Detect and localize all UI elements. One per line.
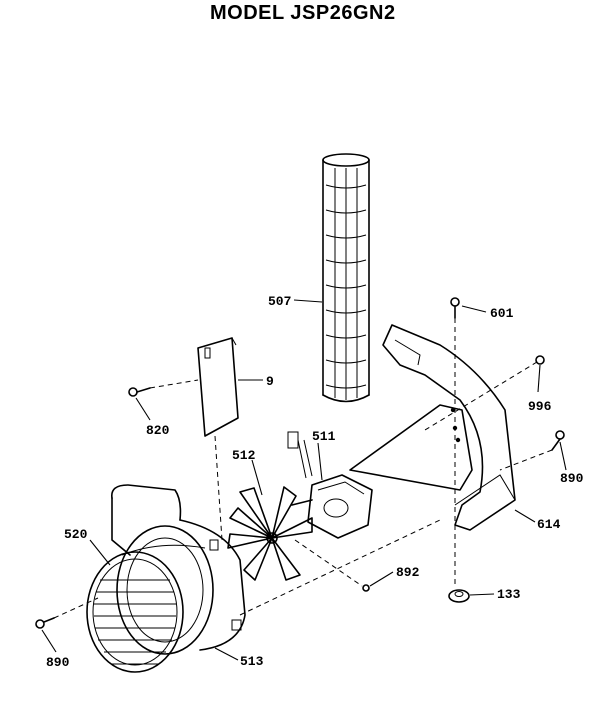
nut-892 — [362, 584, 370, 592]
label-520: 520 — [64, 527, 88, 542]
label-512: 512 — [232, 448, 256, 463]
blower-housing — [111, 484, 246, 655]
washer-996 — [535, 355, 545, 365]
label-133: 133 — [497, 587, 521, 602]
label-820: 820 — [146, 423, 170, 438]
label-511: 511 — [312, 429, 336, 444]
screw-890-upper — [551, 430, 565, 451]
label-996: 996 — [528, 399, 552, 414]
assembly-lines — [41, 299, 567, 661]
screw-890-lower — [35, 617, 55, 629]
screw-820 — [128, 387, 151, 397]
label-614: 614 — [537, 517, 561, 532]
label-513: 513 — [240, 654, 264, 669]
label-890-upper: 890 — [560, 471, 584, 486]
label-601: 601 — [490, 306, 514, 321]
housing-bracket — [349, 324, 516, 531]
model-title: MODEL JSP26GN2 — [210, 2, 396, 24]
label-892: 892 — [396, 565, 420, 580]
part-labels: 507 601 9 996 820 511 512 890 614 520 89… — [46, 294, 584, 670]
label-9: 9 — [266, 374, 274, 389]
fan-blade — [227, 486, 313, 581]
mounting-plate — [197, 337, 239, 437]
grille — [86, 551, 184, 673]
blower-wheel — [322, 153, 370, 403]
screw-601 — [450, 297, 460, 319]
label-890-lower: 890 — [46, 655, 70, 670]
label-507: 507 — [268, 294, 291, 309]
foot-133 — [448, 589, 470, 603]
motor — [287, 431, 373, 539]
